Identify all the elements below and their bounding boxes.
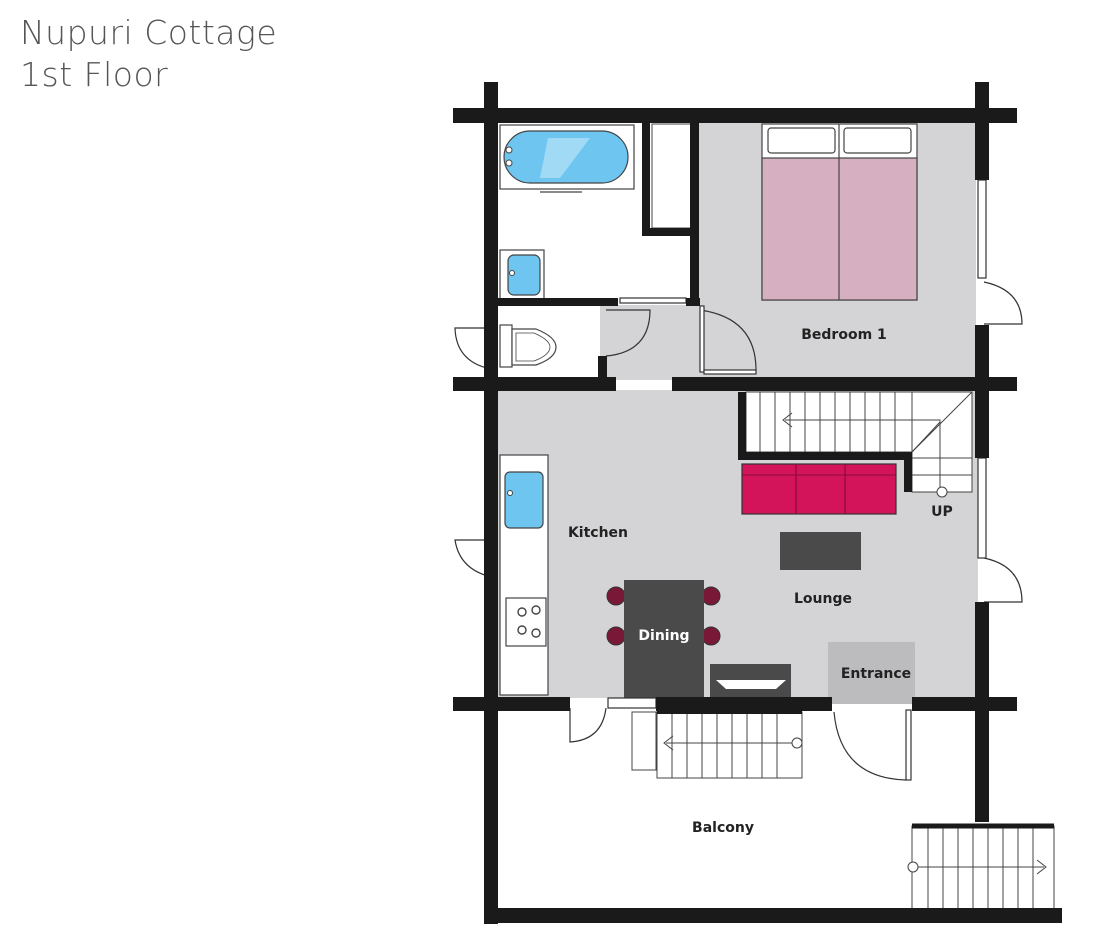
kitchen-counter — [499, 454, 549, 696]
floor-areas — [497, 122, 978, 704]
title-line-2: 1st Floor — [20, 55, 169, 94]
bathtub-basin — [503, 130, 629, 184]
wall-east-mid — [975, 325, 989, 458]
wall-east-upper — [975, 82, 989, 180]
label-kitchen: Kitchen — [568, 525, 628, 541]
wall-mid-left — [453, 377, 616, 391]
wall-west — [484, 82, 498, 924]
closet — [651, 123, 695, 229]
title-line-1: Nupuri Cottage — [20, 13, 278, 52]
bed — [761, 123, 918, 301]
wall-mid-right — [672, 377, 1017, 391]
sofa — [741, 463, 897, 515]
staircase-up — [738, 391, 973, 498]
wall-south-mid — [656, 697, 832, 711]
pillow-left — [767, 127, 836, 154]
dining-set — [606, 580, 721, 698]
doors — [454, 179, 1023, 781]
entrance-floor — [828, 642, 915, 704]
wall-balcony-south — [484, 908, 1062, 923]
label-entrance: Entrance — [841, 666, 911, 682]
coffee-table — [780, 532, 861, 570]
wall-north — [453, 108, 1017, 123]
balcony-stairs-down — [631, 708, 803, 779]
label-bedroom: Bedroom 1 — [801, 327, 887, 343]
label-dining: Dining — [638, 628, 689, 644]
label-balcony: Balcony — [692, 820, 754, 836]
toilet — [499, 324, 557, 368]
page-title: Nupuri Cottage 1st Floor — [20, 12, 277, 96]
pillow-right — [843, 127, 912, 154]
chair — [701, 626, 721, 646]
stove — [505, 597, 547, 647]
wall-east-lower — [975, 602, 989, 822]
chair — [701, 586, 721, 606]
label-up: UP — [931, 504, 953, 520]
room-labels: Bedroom 1 Kitchen Lounge Dining Entrance… — [568, 327, 953, 836]
dining-table — [624, 580, 704, 698]
chair — [606, 626, 626, 646]
kitchen-sink — [504, 471, 544, 529]
label-lounge: Lounge — [794, 591, 852, 607]
walls — [453, 82, 1062, 924]
wall-south-left — [453, 697, 570, 711]
outside-stairs — [907, 823, 1055, 911]
chair — [606, 586, 626, 606]
tv-unit — [710, 664, 791, 698]
wall-south-right — [912, 697, 1017, 711]
bathroom — [498, 122, 695, 304]
